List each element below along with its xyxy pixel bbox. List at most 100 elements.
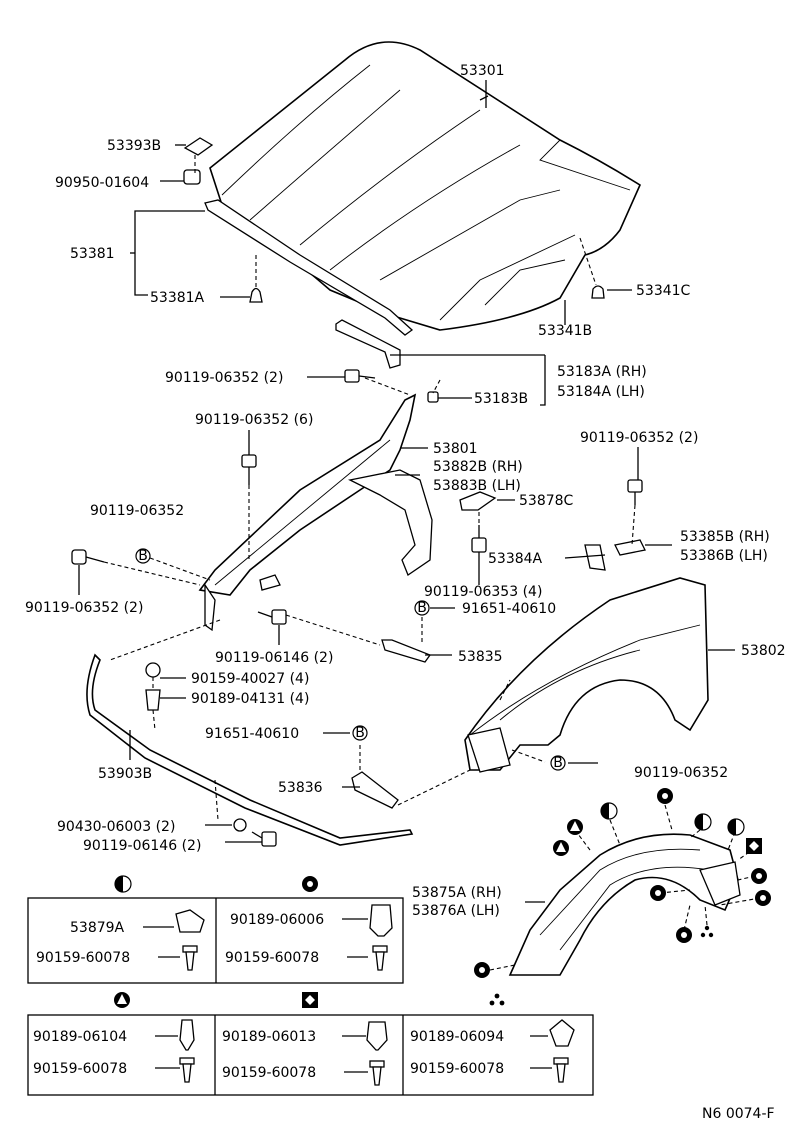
legend-diamond-clip: 90189-06013 <box>222 1029 316 1045</box>
screw-icon <box>553 1057 569 1083</box>
label-53883b: 53883B (LH) <box>433 478 521 494</box>
label-53802: 53802 <box>741 643 786 659</box>
front-fender <box>464 577 709 773</box>
label-53381a: 53381A <box>150 290 205 306</box>
label-53385b: 53385B (RH) <box>680 529 770 545</box>
label-90189-04131: 90189-04131 (4) <box>191 691 309 707</box>
label-90119-06352-b: 90119-06352 <box>634 765 728 781</box>
label-53386b: 53386B (LH) <box>680 548 768 564</box>
part-labels: 53301 53393B 90950-01604 53381 53381A 53… <box>25 63 786 919</box>
fender-apron <box>198 393 433 632</box>
legend-triangle-clip: 90189-06104 <box>33 1029 127 1045</box>
label-53183b: 53183B <box>474 391 528 407</box>
legend-row-1: 53879A 90159-60078 90189-06006 90159-600… <box>27 875 404 984</box>
half-circle-symbol <box>694 813 712 831</box>
label-53835: 53835 <box>458 649 503 665</box>
triangle-symbol <box>114 992 130 1008</box>
label-53876a: 53876A (LH) <box>412 903 500 919</box>
lower-spoiler <box>86 653 414 846</box>
label-53393b: 53393B <box>107 138 161 154</box>
three-dots-symbol <box>489 993 505 1006</box>
bracket-53384a <box>584 544 606 571</box>
legend-half-screw: 90159-60078 <box>36 950 130 966</box>
dot-circle-symbol <box>474 962 490 978</box>
hood-hinge <box>335 319 401 369</box>
clip-53341c <box>591 285 605 299</box>
label-90119-06352-2c: 90119-06352 (2) <box>25 600 143 616</box>
label-53341b: 53341B <box>538 323 592 339</box>
diamond-symbol <box>746 838 762 854</box>
bolt-06353 <box>471 525 487 553</box>
svg-text:B: B <box>138 548 148 564</box>
dot-circle-symbol <box>302 876 318 892</box>
bolt-06352-2-right <box>627 479 643 505</box>
label-90119-06352-2a: 90119-06352 (2) <box>165 370 283 386</box>
label-90119-06146-b: 90119-06146 (2) <box>83 838 201 854</box>
svg-text:B: B <box>553 755 563 771</box>
dot-circle-symbol <box>676 927 692 943</box>
three-dots-symbol <box>700 925 714 938</box>
bolt-06352-6 <box>241 454 257 485</box>
leader-lines <box>78 80 735 903</box>
screw-icon <box>179 1057 195 1083</box>
half-circle-symbol <box>600 802 618 820</box>
b-callout-symbol: B <box>414 600 430 616</box>
label-53875a: 53875A (RH) <box>412 885 502 901</box>
dashed-leaders <box>103 155 761 971</box>
triangle-symbol <box>553 840 569 856</box>
legend-dot-clip: 90189-06006 <box>230 912 324 928</box>
label-90430-06003: 90430-06003 (2) <box>57 819 175 835</box>
seal-clip <box>249 287 263 303</box>
b-callout-symbol: B <box>352 725 368 741</box>
label-90119-06352-6: 90119-06352 (6) <box>195 412 313 428</box>
legend-half-clip: 53879A <box>70 920 125 936</box>
svg-text:B: B <box>417 600 427 616</box>
fender-liner <box>508 833 741 976</box>
label-90119-06353: 90119-06353 (4) <box>424 584 542 600</box>
dot-circle-symbol <box>751 868 767 884</box>
diagram-symbols: B B B B <box>135 548 771 978</box>
b-callout-symbol: B <box>135 548 151 564</box>
label-53184a: 53184A (LH) <box>557 384 645 400</box>
bracket-53835 <box>381 639 432 663</box>
half-circle-symbol <box>114 875 132 893</box>
label-53801: 53801 <box>433 441 478 457</box>
label-53381: 53381 <box>70 246 115 262</box>
label-53384a: 53384A <box>488 551 543 567</box>
hood-bumper <box>183 137 214 185</box>
hinge-bolt <box>344 369 439 403</box>
b-callout-symbol: B <box>550 755 566 771</box>
bracket-53836 <box>351 771 399 809</box>
label-53903b: 53903B <box>98 766 152 782</box>
label-53183a: 53183A (RH) <box>557 364 647 380</box>
legend-three-dots-screw: 90159-60078 <box>410 1061 504 1077</box>
legend-three-dots-clip: 90189-06094 <box>410 1029 504 1045</box>
label-53301: 53301 <box>460 63 505 79</box>
legend-diamond-screw: 90159-60078 <box>222 1065 316 1081</box>
dot-circle-symbol <box>755 890 771 906</box>
half-circle-symbol <box>727 818 745 836</box>
label-53878c: 53878C <box>519 493 574 509</box>
dot-circle-symbol <box>650 885 666 901</box>
bracket-53385b <box>614 539 646 556</box>
triangle-symbol <box>567 819 583 835</box>
legend-dot-screw: 90159-60078 <box>225 950 319 966</box>
label-90119-06146-a: 90119-06146 (2) <box>215 650 333 666</box>
label-90119-06352-2b: 90119-06352 (2) <box>580 430 698 446</box>
diagram-code: N6 0074-F <box>702 1106 775 1122</box>
svg-text:B: B <box>355 725 365 741</box>
bolt-06352-2-left <box>71 549 105 565</box>
label-90950-01604: 90950-01604 <box>55 175 149 191</box>
label-53882b: 53882B (RH) <box>433 459 523 475</box>
label-53836: 53836 <box>278 780 323 796</box>
dot-circle-symbol <box>657 788 673 804</box>
screw-icon <box>372 945 388 971</box>
legend-triangle-screw: 90159-60078 <box>33 1061 127 1077</box>
label-90119-06352-a: 90119-06352 <box>90 503 184 519</box>
diamond-symbol <box>302 992 318 1008</box>
bolt-06146 <box>257 609 287 625</box>
label-91651-40610-b: 91651-40610 <box>205 726 299 742</box>
label-53341c: 53341C <box>636 283 691 299</box>
